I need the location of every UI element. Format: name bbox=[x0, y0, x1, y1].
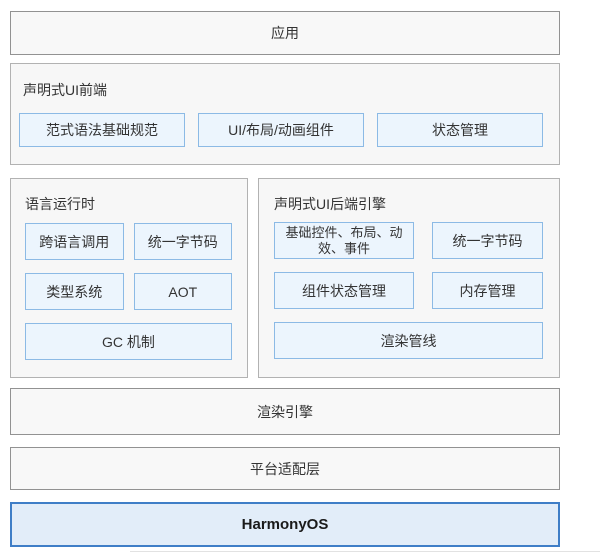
backend-section-title: 声明式UI后端引擎 bbox=[274, 196, 386, 212]
bottom-divider-line bbox=[130, 551, 600, 552]
chip-unified-bytecode-runtime: 统一字节码 bbox=[133, 223, 232, 260]
chip-aot: AOT bbox=[133, 273, 232, 310]
render-engine-box: 渲染引擎 bbox=[10, 388, 560, 435]
chip-ui-layout-animation: UI/布局/动画组件 bbox=[198, 113, 364, 147]
chip-cross-language-call: 跨语言调用 bbox=[25, 223, 124, 260]
runtime-chip-grid: 跨语言调用 统一字节码 类型系统 AOT GC 机制 bbox=[25, 223, 232, 360]
chip-unified-bytecode-backend: 统一字节码 bbox=[432, 222, 543, 259]
backend-chip-grid: 基础控件、布局、动效、事件 统一字节码 组件状态管理 内存管理 渲染管线 bbox=[274, 222, 543, 359]
app-layer-label: 应用 bbox=[271, 25, 299, 41]
backend-section: 声明式UI后端引擎 基础控件、布局、动效、事件 统一字节码 组件状态管理 内存管… bbox=[258, 178, 560, 378]
chip-component-state-management: 组件状态管理 bbox=[274, 272, 414, 309]
platform-adapter-box: 平台适配层 bbox=[10, 447, 560, 490]
harmonyos-label: HarmonyOS bbox=[241, 516, 329, 533]
frontend-section-title: 声明式UI前端 bbox=[23, 82, 107, 98]
app-layer-box: 应用 bbox=[10, 11, 560, 55]
frontend-chip-row: 范式语法基础规范 UI/布局/动画组件 状态管理 bbox=[19, 113, 543, 147]
chip-gc-mechanism: GC 机制 bbox=[25, 323, 232, 360]
chip-paradigm-syntax: 范式语法基础规范 bbox=[19, 113, 185, 147]
chip-render-pipeline: 渲染管线 bbox=[274, 322, 543, 359]
runtime-section: 语言运行时 跨语言调用 统一字节码 类型系统 AOT GC 机制 bbox=[10, 178, 248, 378]
platform-adapter-label: 平台适配层 bbox=[250, 460, 320, 477]
render-engine-label: 渲染引擎 bbox=[257, 403, 313, 420]
harmonyos-box: HarmonyOS bbox=[10, 502, 560, 547]
runtime-section-title: 语言运行时 bbox=[25, 196, 95, 212]
frontend-section: 声明式UI前端 范式语法基础规范 UI/布局/动画组件 状态管理 bbox=[10, 63, 560, 165]
chip-type-system: 类型系统 bbox=[25, 273, 124, 310]
chip-state-management: 状态管理 bbox=[377, 113, 543, 147]
chip-memory-management: 内存管理 bbox=[432, 272, 543, 309]
chip-basic-controls-layout-motion-events: 基础控件、布局、动效、事件 bbox=[274, 222, 414, 259]
